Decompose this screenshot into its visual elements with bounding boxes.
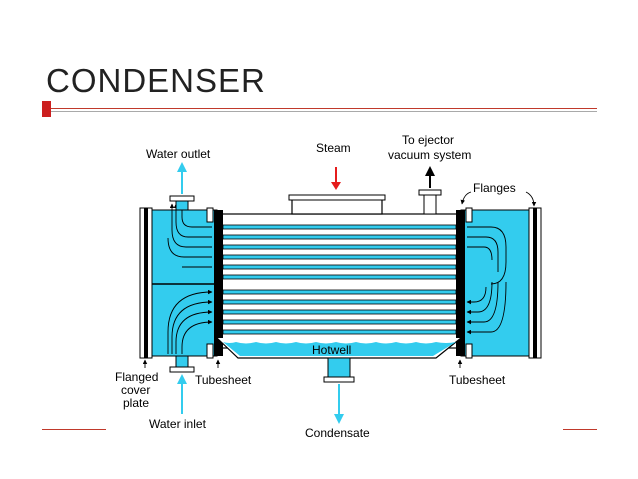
steam-label: Steam — [316, 141, 351, 155]
steam-arrow — [331, 167, 341, 190]
leader-lines — [142, 191, 537, 368]
water-inlet-nozzle — [169, 355, 195, 373]
hotwell-label: Hotwell — [312, 343, 351, 357]
ejector-label-line1: To ejector — [402, 133, 454, 147]
tubesheet — [214, 210, 465, 356]
water-inlet-label: Water inlet — [149, 417, 207, 431]
flanges-label: Flanges — [473, 181, 516, 195]
condenser-tubes — [222, 224, 457, 335]
condensate-label: Condensate — [305, 426, 370, 440]
water-outlet-label: Water outlet — [146, 147, 211, 161]
title-underline-shadow — [51, 111, 597, 112]
steam-inlet-dome — [288, 194, 386, 215]
tubesheet-left-label: Tubesheet — [195, 373, 252, 387]
slide-title: CONDENSER — [46, 62, 266, 99]
ejector-label-line2: vacuum system — [388, 148, 471, 162]
flanges — [206, 207, 473, 359]
flanged-cover-plate-label-1: Flanged — [115, 370, 158, 384]
title-underline — [51, 108, 597, 109]
water-outlet-arrow — [177, 162, 187, 194]
hotwell — [216, 337, 462, 383]
flanged-cover-plate — [139, 207, 542, 359]
ejector-arrow — [425, 166, 435, 188]
title-accent-mark — [42, 101, 51, 117]
condensate-arrow — [334, 384, 344, 424]
flanged-cover-plate-label-3: plate — [123, 396, 149, 410]
tubesheet-right-label: Tubesheet — [449, 373, 506, 387]
water-inlet-arrow — [177, 374, 187, 414]
water-outlet-nozzle — [169, 195, 195, 211]
condenser-diagram: Water outlet Steam To ejector vacuum sys… — [106, 122, 563, 452]
ejector-nozzle — [418, 189, 442, 215]
flanged-cover-plate-label-2: cover — [121, 383, 150, 397]
water-flow-arrows — [167, 203, 507, 354]
